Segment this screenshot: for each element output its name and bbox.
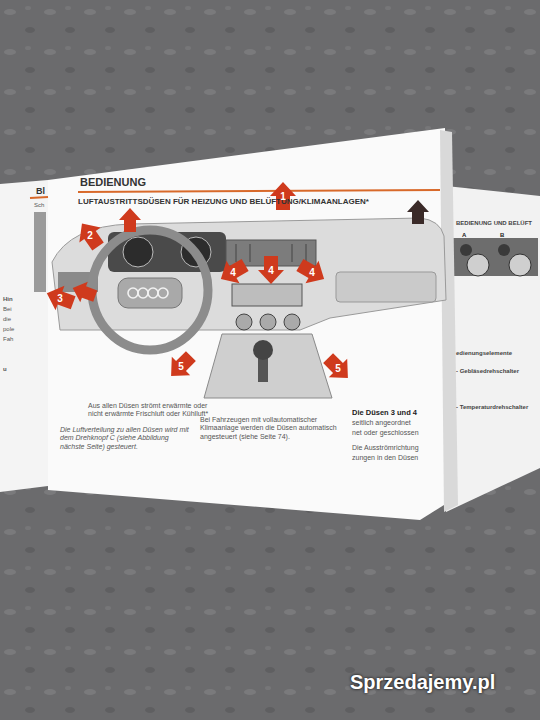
air-arrow (319, 349, 357, 387)
body-text: Die Luftverteilung zu allen Düsen wird m… (60, 426, 190, 451)
air-arrow (162, 347, 200, 385)
center-console (204, 334, 332, 398)
air-arrow (214, 254, 251, 291)
gear-knob (253, 340, 273, 360)
air-arrow (69, 278, 99, 307)
heater-knob (236, 314, 252, 330)
air-arrow (42, 281, 77, 315)
heater-knob (260, 314, 276, 330)
part-letter: A (462, 232, 472, 239)
callout-number: 4 (304, 267, 320, 279)
air-arrows (42, 182, 429, 387)
page-heading: BEDIENUNG UND BELÜFT (456, 220, 536, 227)
dashboard (52, 218, 446, 330)
main-page (48, 128, 452, 520)
body-text: Bei (3, 306, 29, 313)
body-text: Die Düsen 3 und 4 (352, 408, 444, 417)
steering-wheel (92, 230, 208, 350)
glovebox (336, 272, 436, 302)
body-text: edienungselemente (456, 350, 536, 357)
part-letter: B (500, 232, 510, 239)
callout-number: 4 (263, 265, 279, 277)
air-arrow (71, 216, 108, 254)
air-arrow (407, 200, 429, 224)
four-rings (128, 288, 168, 298)
callout-number: 1 (275, 191, 291, 203)
body-text: - Temperaturdrehschalter (456, 404, 536, 411)
control-knob (467, 254, 489, 276)
vent-slat (306, 244, 307, 262)
header-rule (78, 190, 440, 192)
vent-slat (292, 244, 293, 262)
callout-number: 5 (173, 361, 189, 373)
body-text: die (3, 316, 29, 323)
body-text: Die Ausströmrichtung (352, 444, 444, 452)
page-fold (440, 130, 458, 512)
left-page-figure (34, 212, 46, 292)
callout-number: 2 (82, 230, 98, 242)
body-text: Sch (34, 202, 48, 209)
air-arrow (258, 256, 284, 284)
control-panel (452, 238, 538, 276)
knob-mark (498, 244, 510, 256)
radio (232, 284, 302, 306)
callout-number: 4 (225, 267, 241, 279)
vent-slat (250, 244, 251, 262)
gauge (123, 237, 153, 267)
air-arrow (119, 208, 141, 232)
left-page (0, 180, 48, 492)
body-text: zungen in den Düsen (352, 454, 444, 462)
body-text: - Gebläsedrehschalter (456, 368, 536, 375)
callout-number: 3 (52, 293, 68, 305)
knob-mark (460, 244, 472, 256)
air-arrow (293, 254, 330, 291)
right-page (446, 186, 540, 512)
body-text: Fah (3, 336, 29, 343)
body-text: pole (3, 326, 29, 333)
page-title: BEDIENUNG (80, 176, 280, 189)
body-text: net oder geschlossen (352, 429, 444, 437)
body-text: Bei Fahrzeugen mit vollautomatischer Kli… (200, 416, 340, 441)
subtitle: LUFTAUSTRITTSDÜSEN FÜR HEIZUNG UND BELÜF… (78, 197, 448, 207)
watermark: Sprzedajemy.pl (350, 670, 530, 694)
control-knob (509, 254, 531, 276)
header-rule (30, 197, 48, 198)
page-heading: Bl (36, 186, 50, 197)
heater-knob (284, 314, 300, 330)
vent-slat (236, 244, 237, 262)
wheel-hub (118, 278, 182, 308)
callout-number: 5 (330, 363, 346, 375)
body-text: u (3, 366, 29, 373)
body-text: seitlich angeordnet (352, 419, 444, 427)
body-text: Hin (3, 296, 29, 303)
